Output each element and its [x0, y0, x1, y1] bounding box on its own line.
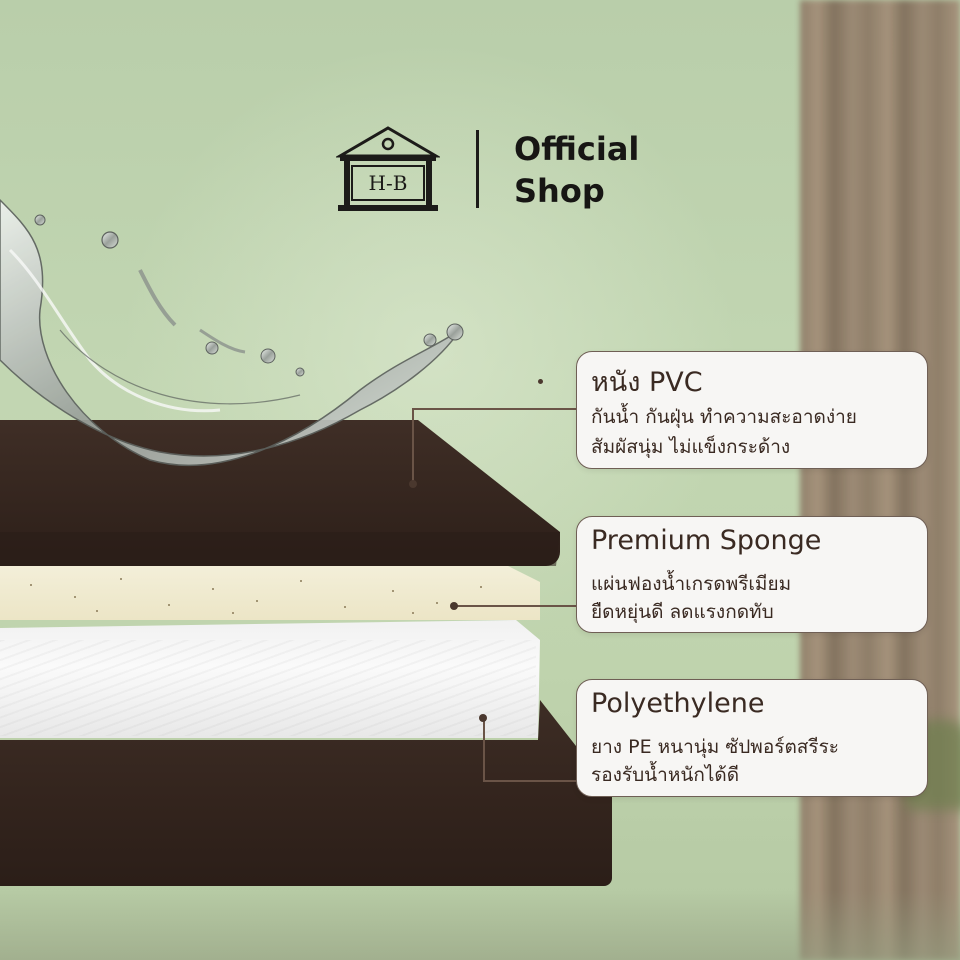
building-logo-icon: H-B [336, 126, 440, 211]
shop-title: Official Shop [514, 128, 639, 212]
polyethylene-layer [0, 620, 540, 738]
callout-sponge: Premium Sponge แผ่นฟองน้ำเกรดพรีเมียม ยื… [576, 516, 928, 633]
callout-pvc-line1: กันน้ำ กันฝุ่น ทำความสะอาดง่าย [591, 406, 857, 428]
leader-pe-horizontal [483, 780, 577, 782]
leader-pe-vertical [483, 718, 485, 781]
shop-title-line2: Shop [514, 172, 605, 210]
floor-shadow [0, 890, 960, 960]
callout-polyethylene-line2: รองรับน้ำหนักได้ดี [591, 764, 740, 786]
leader-sponge-horizontal [456, 605, 577, 607]
callout-polyethylene-line1: ยาง PE หนานุ่ม ซัปพอร์ตสรีระ [591, 736, 840, 758]
callout-polyethylene: Polyethylene ยาง PE หนานุ่ม ซัปพอร์ตสรีร… [576, 679, 928, 797]
logo-text: H-B [369, 171, 408, 195]
marker-pe [479, 714, 487, 722]
top-pvc-edge [0, 532, 560, 566]
callout-sponge-line1: แผ่นฟองน้ำเกรดพรีเมียม [591, 573, 792, 595]
callout-pvc-line2: สัมผัสนุ่ม ไม่แข็งกระด้าง [591, 436, 791, 458]
shop-title-line1: Official [514, 130, 640, 168]
small-dot [538, 379, 543, 384]
callout-polyethylene-title: Polyethylene [591, 688, 765, 719]
leader-pvc-vertical [412, 408, 414, 484]
logo-divider [476, 130, 479, 208]
water-splash-icon [0, 198, 464, 467]
background-curtain [800, 0, 960, 960]
marker-sponge [450, 602, 458, 610]
marker-pvc [409, 480, 417, 488]
premium-sponge-layer [0, 566, 540, 620]
leader-pvc-horizontal [413, 408, 577, 410]
polyethylene-texture [0, 640, 536, 736]
callout-sponge-title: Premium Sponge [591, 525, 822, 556]
callout-sponge-line2: ยืดหยุ่นดี ลดแรงกดทับ [591, 601, 774, 623]
callout-pvc-title: หนัง PVC [591, 367, 703, 398]
callout-pvc: หนัง PVC กันน้ำ กันฝุ่น ทำความสะอาดง่าย … [576, 351, 928, 469]
